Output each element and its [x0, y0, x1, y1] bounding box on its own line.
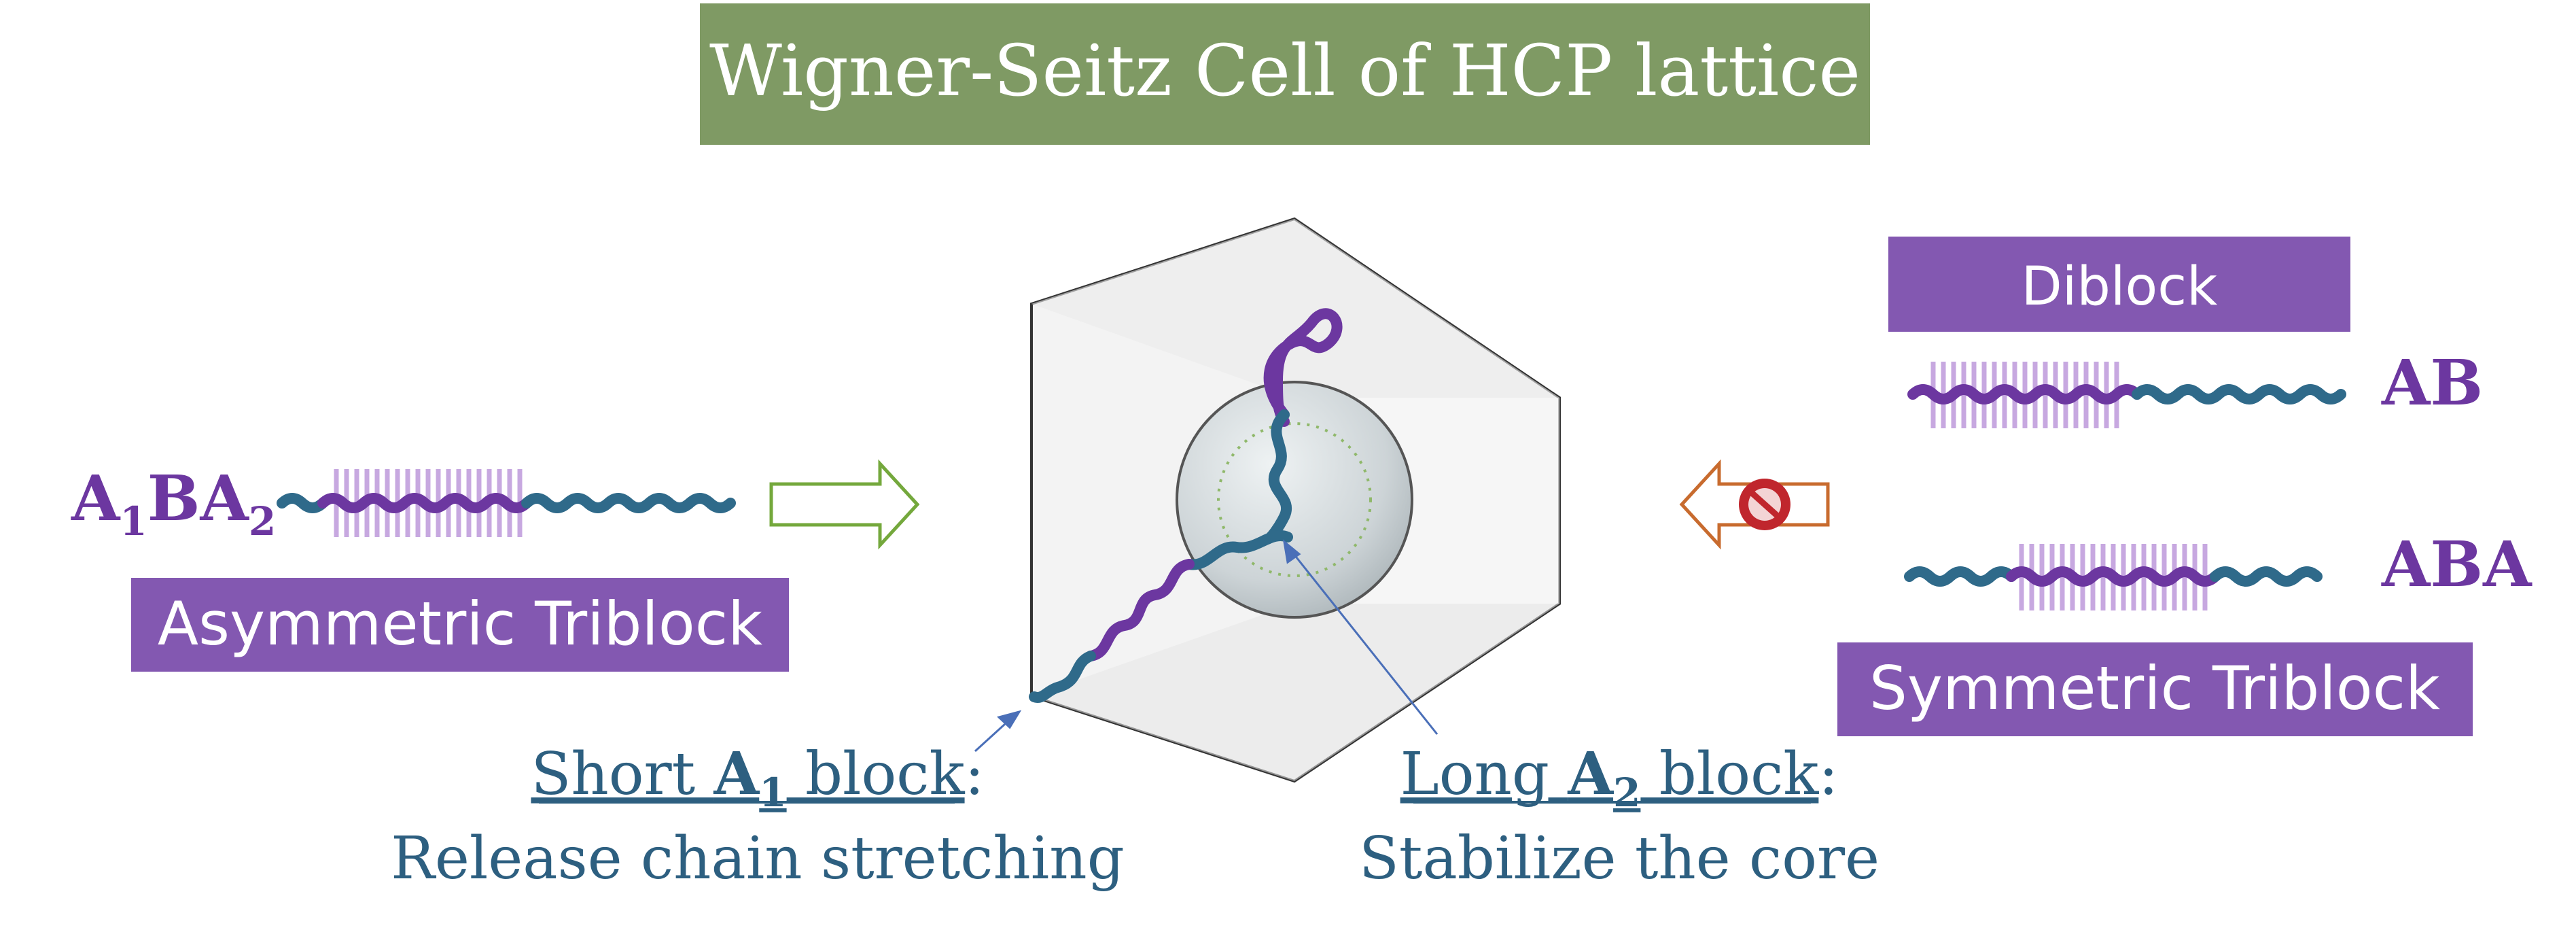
- cell-chain-core-segment-2: [1184, 530, 1293, 570]
- cell-chain: [1029, 308, 1343, 703]
- core-interface-dotted: [1217, 422, 1372, 577]
- aba-label: ABA: [2381, 528, 2533, 601]
- annotation-pointers: [974, 539, 1439, 753]
- cell-chain-short-a1: [1085, 559, 1195, 661]
- long-block-desc: Stabilize the core: [1359, 825, 1880, 893]
- short-block-heading: Short A1 block:: [531, 740, 984, 816]
- cell-chain-long-a2-loop: [1263, 308, 1343, 427]
- left-formula: A1BA2: [71, 462, 276, 545]
- asymmetric-label: Asymmetric Triblock: [158, 589, 762, 659]
- title-banner: [700, 3, 1870, 145]
- diblock-header: Diblock: [2022, 256, 2218, 317]
- title-text: Wigner-Seitz Cell of HCP lattice: [709, 29, 1860, 112]
- ab-chain: [1907, 362, 2346, 428]
- short-block-desc: Release chain stretching: [391, 825, 1125, 893]
- hollow-arrow-right-icon: [769, 459, 920, 550]
- aba-chain: [1904, 544, 2323, 610]
- micelle-core: [1176, 381, 1413, 619]
- long-block-heading: Long A2 block:: [1400, 740, 1839, 816]
- left-chain: [277, 469, 736, 537]
- ab-label: AB: [2381, 346, 2483, 419]
- diblock-header-box: [1888, 237, 2350, 332]
- symmetric-label: Symmetric Triblock: [1869, 653, 2440, 723]
- prohibited-icon: [1739, 479, 1790, 530]
- cell-chain-tail: [1029, 651, 1096, 703]
- cell-chain-core-segment: [1265, 409, 1292, 542]
- asymmetric-label-box: [131, 578, 789, 672]
- symmetric-label-box: [1837, 642, 2473, 736]
